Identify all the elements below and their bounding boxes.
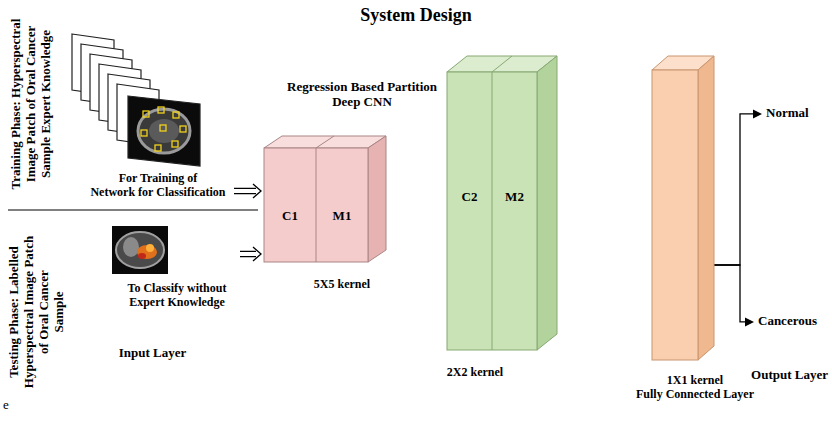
layer-name: M2 (505, 190, 524, 205)
text-line: Fully Connected Layer (636, 388, 754, 402)
text-line: Testing Phase: Labelled (7, 214, 22, 410)
text-line: 1X1 kernel (636, 374, 754, 388)
text-line: Expert Knowledge (120, 296, 234, 310)
panel-caption: To Classify without Expert Knowledge (120, 282, 234, 310)
text-line: Sample (52, 214, 67, 410)
kernel-label: 2X2 kernel (447, 366, 503, 380)
input-panel: Training Phase: Hyperspectral Image Patc… (5, 4, 231, 208)
text-line: of Oral Cancer (37, 214, 52, 410)
patch-square (143, 111, 149, 117)
patch-square (172, 141, 178, 147)
block-front (652, 70, 698, 360)
scan-body (116, 232, 164, 268)
patch-square (141, 130, 147, 136)
arrow-shaft (234, 188, 256, 193)
arrow-shaft (714, 114, 754, 265)
kernel-label: 5X5 kernel (314, 278, 370, 292)
patch-square (173, 112, 179, 118)
arrow-shaft (714, 265, 746, 322)
phase-heading: Training Phase: Hyperspectral Image Patc… (9, 6, 54, 202)
block-divider (316, 136, 334, 262)
block-outline (652, 56, 714, 360)
connector-arrow (714, 265, 754, 326)
class-label: Cancerous (758, 314, 817, 329)
image-frame (128, 96, 200, 166)
panel-caption: For Training of Network for Classificati… (88, 172, 228, 200)
conv-pool-block: C1M15X5 kernel (264, 136, 386, 262)
text-line: For Training of (88, 172, 228, 186)
conv-pool-block: C2M22X2 kernel (447, 56, 557, 350)
text-line: Sample Expert Knowledge (39, 6, 54, 202)
output-class: Normal (764, 105, 812, 123)
section-label: Output Layer (751, 368, 828, 383)
phase-separator (8, 209, 258, 210)
block-side (698, 56, 714, 360)
text-line: Image Patch of Oral Cancer (24, 6, 39, 202)
stray-letter: e (3, 398, 9, 413)
scan-background (112, 226, 168, 274)
arrow-head (253, 247, 261, 261)
text-line: To Classify without (120, 282, 234, 296)
block-outline (264, 136, 386, 262)
arrow-shaft (240, 251, 256, 256)
input-panel: Testing Phase: Labelled Hyperspectral Im… (3, 212, 237, 412)
layer-name: C2 (462, 190, 478, 205)
network-title: Regression Based Partition Deep CNN (272, 80, 452, 110)
connector-arrow (240, 247, 261, 261)
phase-heading: Testing Phase: Labelled Hyperspectral Im… (7, 214, 67, 410)
diagram-title: System Design (0, 5, 832, 26)
output-class: Cancerous (756, 313, 820, 331)
patch-square (158, 107, 164, 113)
patch-square (160, 125, 166, 131)
text-line: Network for Classification (88, 186, 228, 200)
dense-block: 1X1 kernel Fully Connected Layer (652, 56, 714, 360)
tissue-ring (138, 109, 190, 153)
text-line: Hyperspectral Image Patch (22, 214, 37, 410)
text-line: Regression Based Partition (272, 80, 452, 95)
block-side (537, 56, 557, 350)
image-stack (72, 34, 200, 166)
patch-square (155, 145, 161, 151)
text-line: Deep CNN (272, 95, 452, 110)
kernel-label: 1X1 kernel Fully Connected Layer (636, 374, 754, 402)
class-label: Normal (766, 106, 809, 121)
layer-name: M1 (333, 209, 352, 224)
section-label: Input Layer (95, 346, 210, 361)
scan-organ (123, 237, 139, 257)
arrow-head (753, 109, 762, 118)
layer-name: C1 (282, 209, 298, 224)
scan-hotspot (146, 244, 154, 252)
connector-arrow (714, 109, 762, 265)
connector-arrow (234, 184, 261, 198)
arrow-head (745, 317, 754, 326)
scan-hotspot (137, 245, 157, 259)
block-side (368, 136, 386, 262)
scan-hotspot (138, 253, 146, 259)
patch-square (180, 126, 186, 132)
test-image (112, 226, 168, 274)
arrow-head (253, 184, 261, 198)
text-line: Training Phase: Hyperspectral (9, 6, 24, 202)
tissue-core (149, 119, 179, 143)
